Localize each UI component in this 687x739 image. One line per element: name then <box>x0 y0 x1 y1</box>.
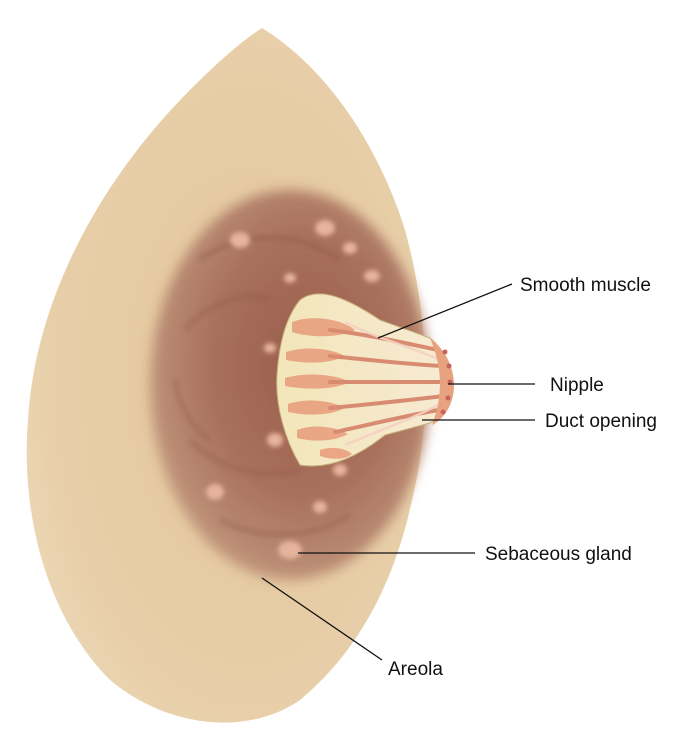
label-nipple: Nipple <box>550 375 604 396</box>
label-duct-opening: Duct opening <box>545 411 657 432</box>
label-sebaceous-gland: Sebaceous gland <box>485 544 632 565</box>
nipple-cross-section <box>277 294 454 466</box>
label-smooth-muscle: Smooth muscle <box>520 275 651 296</box>
label-areola: Areola <box>388 659 443 680</box>
